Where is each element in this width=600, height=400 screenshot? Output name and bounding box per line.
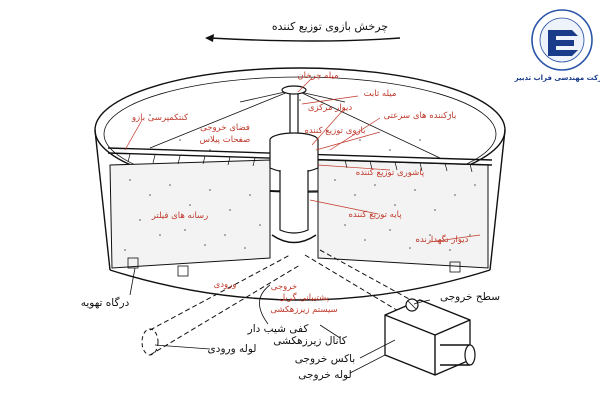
label-distributor-arms: بازکننده های سرعتی xyxy=(384,111,457,121)
rod-cap xyxy=(281,85,307,95)
outlet-box-edge2 xyxy=(384,314,436,336)
logo-mark-icon xyxy=(548,30,578,56)
ventilation-port-3 xyxy=(449,261,461,273)
outlet-pipe-end xyxy=(464,344,476,366)
ventilation-port-2 xyxy=(177,265,189,277)
label-outlet-space: فضای خروجی xyxy=(200,123,250,133)
central-head xyxy=(269,140,319,174)
central-column-base xyxy=(271,234,317,244)
label-outlet: خروجی xyxy=(271,282,297,292)
label-rotating-rod: میله چرخان xyxy=(297,71,338,81)
outlet-surface-valve-cross xyxy=(407,300,417,310)
label-retaining-wall: دیوار نگهدارنده xyxy=(416,234,469,245)
label-distribution-pipe: پاشوری توزیع کننده xyxy=(356,168,425,178)
tank-bottom-curve xyxy=(109,269,491,301)
rotation-arrowhead-icon xyxy=(205,34,214,42)
inlet-pipe-2 xyxy=(149,264,301,356)
label-ventilation-port: درگاه تهویه xyxy=(81,296,130,309)
tank-body xyxy=(94,67,506,301)
stay-cable-back2 xyxy=(299,91,346,103)
stipple-pattern xyxy=(124,99,476,251)
outlet-box xyxy=(384,299,471,376)
center-column xyxy=(269,85,319,244)
label-outlet-surface: سطح خروجی xyxy=(440,291,500,303)
piping xyxy=(141,249,476,376)
label-inlet: ورودی xyxy=(214,280,237,290)
label-inlet-pipe: لوله ورودی xyxy=(208,343,257,355)
tank-wall-left xyxy=(94,129,111,271)
logo-company-name: شرکت مهندسی فراب تدبیر xyxy=(514,74,600,82)
black-leader-lines xyxy=(129,267,431,374)
label-drainage-channel: کانال زیرزهکشی xyxy=(273,335,347,347)
inlet-pipe xyxy=(149,254,291,331)
label-compressing-arm: کنتکمپرسی بازو xyxy=(131,113,189,123)
rotation-title-group: چرخش بازوی توزیع کننده xyxy=(205,20,401,42)
stay-cable-right xyxy=(299,91,441,159)
label-outlet-pipe: لوله خروجی xyxy=(298,369,351,381)
outlet-box-edge3 xyxy=(434,319,471,336)
label-drainage-system: سیستم زیرزهکشی xyxy=(270,305,337,315)
red-leader-lines xyxy=(124,77,481,243)
label-filter-media: رسانه های فیلتر xyxy=(151,211,209,221)
central-column-body xyxy=(279,170,309,234)
underdrain-channel xyxy=(304,254,406,316)
company-logo: شرکت مهندسی فراب تدبیر xyxy=(514,9,600,82)
red-labels: میله چرخان میله ثابت دیوار مرکزی بازکنند… xyxy=(131,71,469,315)
label-sloped-floor: کفی شیب دار xyxy=(247,323,309,335)
inlet-pipe-end xyxy=(141,328,159,356)
ventilation-port-1 xyxy=(127,257,139,269)
underdrain-channel-2 xyxy=(319,249,421,306)
label-perforated-plates: صفحات پیلاس xyxy=(200,135,251,145)
filter-media-left xyxy=(109,159,271,269)
tank-wall-right xyxy=(489,129,506,271)
stay-cable-left xyxy=(149,91,289,149)
label-fixed-rod: میله ثابت xyxy=(364,89,397,99)
outlet-pipe xyxy=(440,344,470,366)
label-drainage-grid: پشتیبانی گریل xyxy=(279,292,330,303)
label-central-wall: دیوار مرکزی xyxy=(308,103,353,113)
rotation-arrow-icon xyxy=(209,37,401,42)
black-labels: درگاه تهویه سطح خروجی کفی شیب دار کانال … xyxy=(81,291,500,381)
label-outlet-box: باکس خروجی xyxy=(295,353,355,365)
label-distribution-base: پایه توزیع کننده xyxy=(348,210,402,220)
stay-cable-back xyxy=(239,91,286,103)
label-distributor-arm: بازوی توزیع کننده xyxy=(304,126,365,136)
title: چرخش بازوی توزیع کننده xyxy=(272,20,388,33)
